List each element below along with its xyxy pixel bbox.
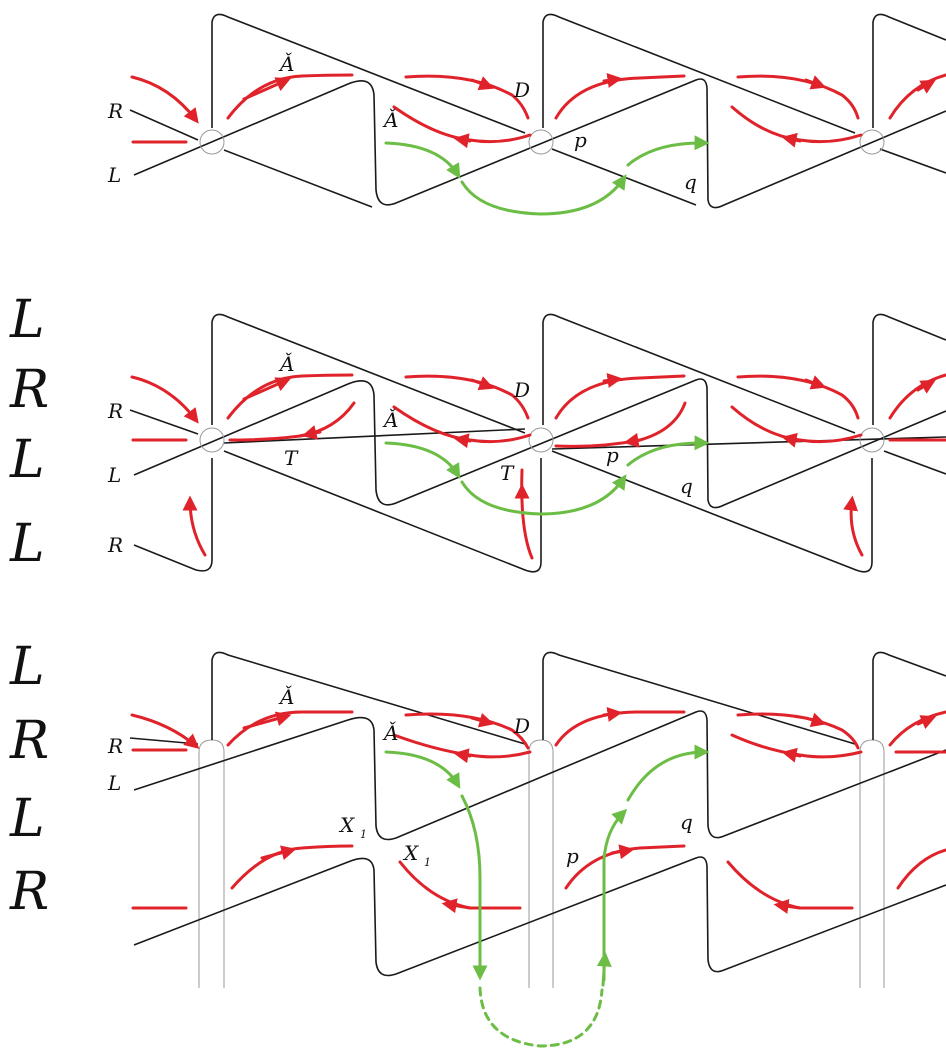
word-letter: L [9, 514, 45, 574]
panel-3: L R L R [9, 637, 946, 1048]
word-letter: L [9, 789, 45, 849]
label-a-top: Ǎ [278, 52, 294, 76]
label-d: D [513, 714, 530, 738]
strands-1 [129, 13, 946, 209]
label-a-top: Ǎ [278, 685, 294, 709]
label-p: p [566, 844, 579, 868]
green-flows-3 [384, 744, 710, 1048]
strands-2 [129, 313, 946, 573]
word-letter: L [9, 637, 45, 697]
strand-label-r: R [107, 399, 123, 423]
label-x1-subscript: 1 [424, 856, 431, 869]
strand-label-r: R [107, 734, 123, 758]
panel-2: L R L L [9, 290, 946, 574]
strand-label-l: L [107, 163, 121, 187]
red-flows-2 [130, 373, 946, 560]
strand-label-r: R [107, 99, 123, 123]
red-flows-3 [130, 707, 946, 914]
label-a-mid: Ǎ [382, 721, 398, 745]
guide-lines-3 [198, 739, 885, 988]
crossing-circles-1 [199, 129, 885, 155]
label-q: q [680, 474, 693, 498]
label-p: p [606, 443, 619, 467]
word-letter: L [9, 430, 45, 490]
label-x1: X [338, 813, 355, 837]
labels-3: R L Ǎ Ǎ D X 1 X 1 p q [107, 685, 693, 869]
label-x1-subscript: 1 [360, 828, 367, 841]
green-flows-2 [384, 435, 710, 516]
labels-2: R L R Ǎ Ǎ D T T p q [107, 352, 693, 557]
word-letter: L [9, 290, 45, 350]
label-d: D [513, 378, 530, 402]
strand-label-l: L [107, 463, 121, 487]
label-t: T [500, 461, 515, 485]
crossing-circles-2 [199, 427, 885, 453]
strand-label-r-bottom: R [107, 533, 123, 557]
green-flows-1 [384, 135, 710, 216]
label-x1: X [402, 841, 419, 865]
word-3: L R L R [9, 637, 49, 922]
panel-1: R L Ǎ Ǎ D p q [107, 13, 946, 216]
word-letter: R [9, 862, 49, 922]
word-2: L R L L [9, 290, 49, 574]
label-a-top: Ǎ [278, 352, 294, 376]
label-q: q [684, 170, 697, 194]
word-letter: R [9, 711, 49, 771]
label-q: q [680, 810, 693, 834]
red-flows-1 [130, 73, 946, 149]
label-a-mid: Ǎ [382, 108, 398, 132]
label-p: p [574, 128, 587, 152]
strand-label-l: L [107, 771, 121, 795]
label-t: T [284, 446, 299, 470]
word-letter: R [9, 360, 49, 420]
label-a-mid: Ǎ [382, 408, 398, 432]
label-d: D [513, 78, 530, 102]
strands-3 [129, 651, 946, 977]
labels-1: R L Ǎ Ǎ D p q [107, 52, 697, 194]
